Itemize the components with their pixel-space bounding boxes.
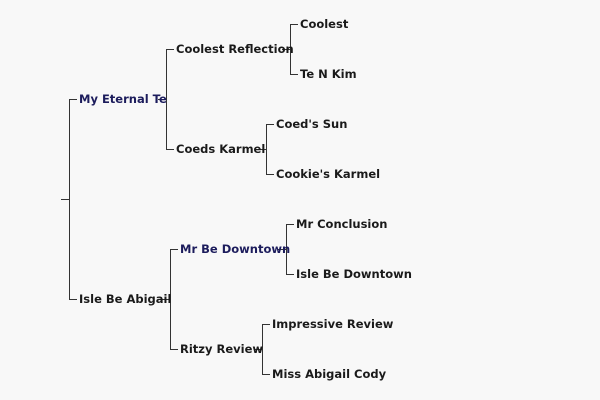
dsd-name[interactable]: Isle Be Downtown — [296, 267, 412, 281]
dam-sire-name[interactable]: Mr Be Downtown — [180, 242, 291, 256]
dds-name[interactable]: Impressive Review — [272, 317, 394, 331]
dam-name[interactable]: Isle Be Abigail — [79, 292, 172, 306]
sds-name[interactable]: Coed's Sun — [276, 117, 348, 131]
ssd-name[interactable]: Te N Kim — [300, 67, 357, 81]
dam-dam-name[interactable]: Ritzy Review — [180, 342, 264, 356]
sss-name[interactable]: Coolest — [300, 17, 349, 31]
ddd-name[interactable]: Miss Abigail Cody — [272, 367, 387, 381]
sire-dam-name[interactable]: Coeds Karmel — [176, 142, 266, 156]
sire-sire-name[interactable]: Coolest Reflection — [176, 42, 294, 56]
sire-name[interactable]: My Eternal Te — [79, 92, 167, 106]
dss-name[interactable]: Mr Conclusion — [296, 217, 388, 231]
sdd-name[interactable]: Cookie's Karmel — [276, 167, 381, 181]
